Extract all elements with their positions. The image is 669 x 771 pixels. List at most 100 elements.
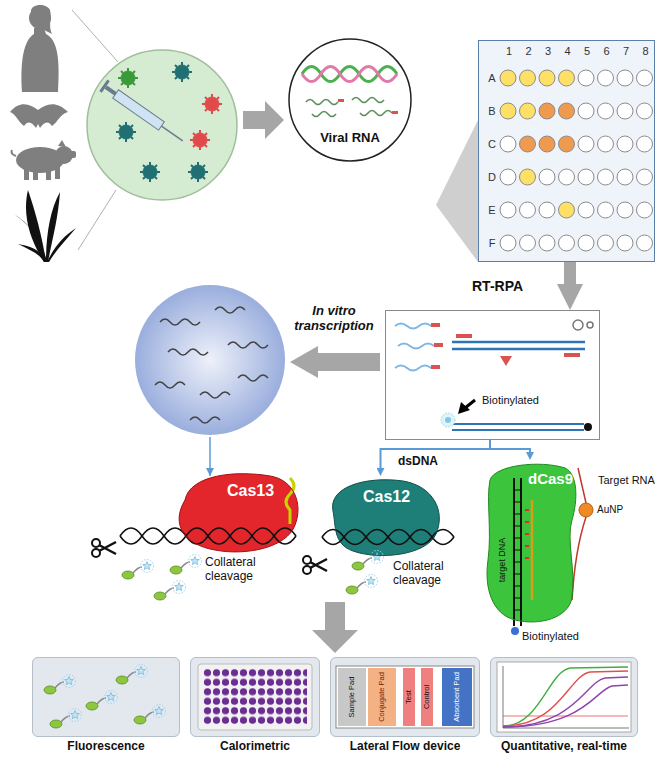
primer-mark (434, 343, 443, 347)
conjugate-pad (368, 668, 396, 726)
panel-fill (490, 657, 638, 737)
pad-label: Test (405, 690, 414, 704)
well-plate: 12345678ABCDEF (478, 40, 655, 262)
amplification-curve (503, 677, 628, 727)
probe-glow (441, 413, 455, 427)
product-label: dsDNA (398, 455, 438, 469)
flow-arrow (564, 262, 576, 284)
primer-mark (456, 334, 472, 338)
target-dna (520, 478, 522, 626)
pointer-arrow (465, 400, 475, 408)
plate-photo-wells (203, 668, 307, 725)
primer-mark (431, 323, 440, 327)
rna-fragment (352, 98, 384, 103)
aunp-particle (579, 503, 593, 517)
pad-label: Control (423, 685, 432, 709)
plate-index: 6 (603, 45, 609, 58)
virus-icon (118, 68, 138, 88)
plate-index: C (488, 138, 496, 151)
reporter-icon (86, 691, 118, 711)
panel-caption: Fluorescence (67, 740, 144, 754)
part-label: target DNA (497, 538, 507, 583)
probe-ring (587, 322, 593, 328)
panel-caption: Lateral Flow device (350, 740, 461, 754)
plate-index: 2 (525, 45, 531, 58)
reporter-icon (122, 560, 154, 580)
plate-index: 4 (564, 45, 570, 58)
rna-helix (302, 67, 397, 82)
reporter-icon (154, 581, 186, 601)
transcript-circle (135, 285, 285, 435)
reporter-icon (170, 555, 202, 575)
reporter-icon (50, 709, 82, 729)
virus-icon (202, 94, 222, 114)
rna-circle: Viral RNA (288, 38, 412, 162)
probe-label: Biotinylated (482, 394, 539, 407)
plant-silhouette (14, 190, 76, 262)
node-outline (333, 480, 440, 556)
biotin-dot (584, 423, 592, 431)
panel-fill (330, 657, 480, 737)
readout-panel: Quantitative, real-time (490, 657, 638, 737)
rna-strand (395, 324, 431, 329)
reporter-icon (116, 665, 148, 685)
protein-name: Cas13 (227, 482, 274, 499)
absorbent-pad (442, 668, 472, 726)
probe-glow (445, 417, 451, 423)
panel-caption: Calorimetric (220, 740, 290, 754)
part-label: Biotinylated (522, 630, 579, 643)
panel-fill (190, 657, 320, 737)
test-line (403, 668, 415, 726)
cas12-protein: Cas12 (318, 476, 443, 556)
node-outline (179, 474, 298, 552)
flow-arrow (209, 437, 211, 476)
plate-index: B (488, 105, 495, 118)
target-rna-strand (572, 468, 586, 600)
biotin-dot (511, 627, 519, 635)
zoom-wedge (436, 120, 478, 262)
rna-strand (395, 366, 431, 371)
part-label: AuNP (597, 504, 623, 516)
virus-icon (172, 62, 192, 82)
probe-strand (452, 429, 584, 431)
readout-panel: Fluorescence (32, 657, 180, 737)
process-label: Collateral cleavage (205, 556, 279, 584)
sample-circle (87, 50, 237, 200)
virus-icon (190, 130, 210, 150)
control-line (421, 668, 433, 726)
pointer-arrow (458, 402, 470, 414)
leader-line (72, 10, 118, 62)
cut-marker (500, 356, 512, 366)
leader-line (78, 190, 116, 250)
primer-mark (392, 111, 398, 114)
target-dna (514, 490, 521, 610)
plate-wells (500, 70, 653, 251)
dsdna-strand (452, 348, 585, 351)
target-dna (513, 478, 515, 626)
rpa-panel-fill (385, 310, 600, 440)
primer-mark (431, 365, 440, 369)
rna-fragment (360, 111, 392, 116)
plate-index: 7 (623, 45, 629, 58)
reporter-icon (44, 675, 76, 695)
guide-rna (525, 510, 529, 558)
flow-arrow (490, 440, 530, 452)
pad-label: Sample Pad (348, 677, 357, 718)
step-label: In vitro transcription (284, 304, 384, 334)
amplification-curve (503, 667, 628, 726)
plate-index: 3 (545, 45, 551, 58)
rpa-panel: Biotinylated (385, 310, 600, 440)
process-arrow (243, 101, 284, 139)
virus-icon (116, 122, 136, 142)
plate-index: E (488, 204, 495, 217)
pad-label: Conjugate Pad (378, 672, 387, 722)
amplification-curve (503, 671, 628, 726)
flow-arrow (381, 440, 491, 468)
process-label: Collateral cleavage (393, 560, 467, 588)
primer-mark (338, 99, 344, 102)
syringe-icon (99, 80, 186, 147)
probe-ring (573, 320, 583, 330)
dcas9-protein (487, 464, 576, 622)
